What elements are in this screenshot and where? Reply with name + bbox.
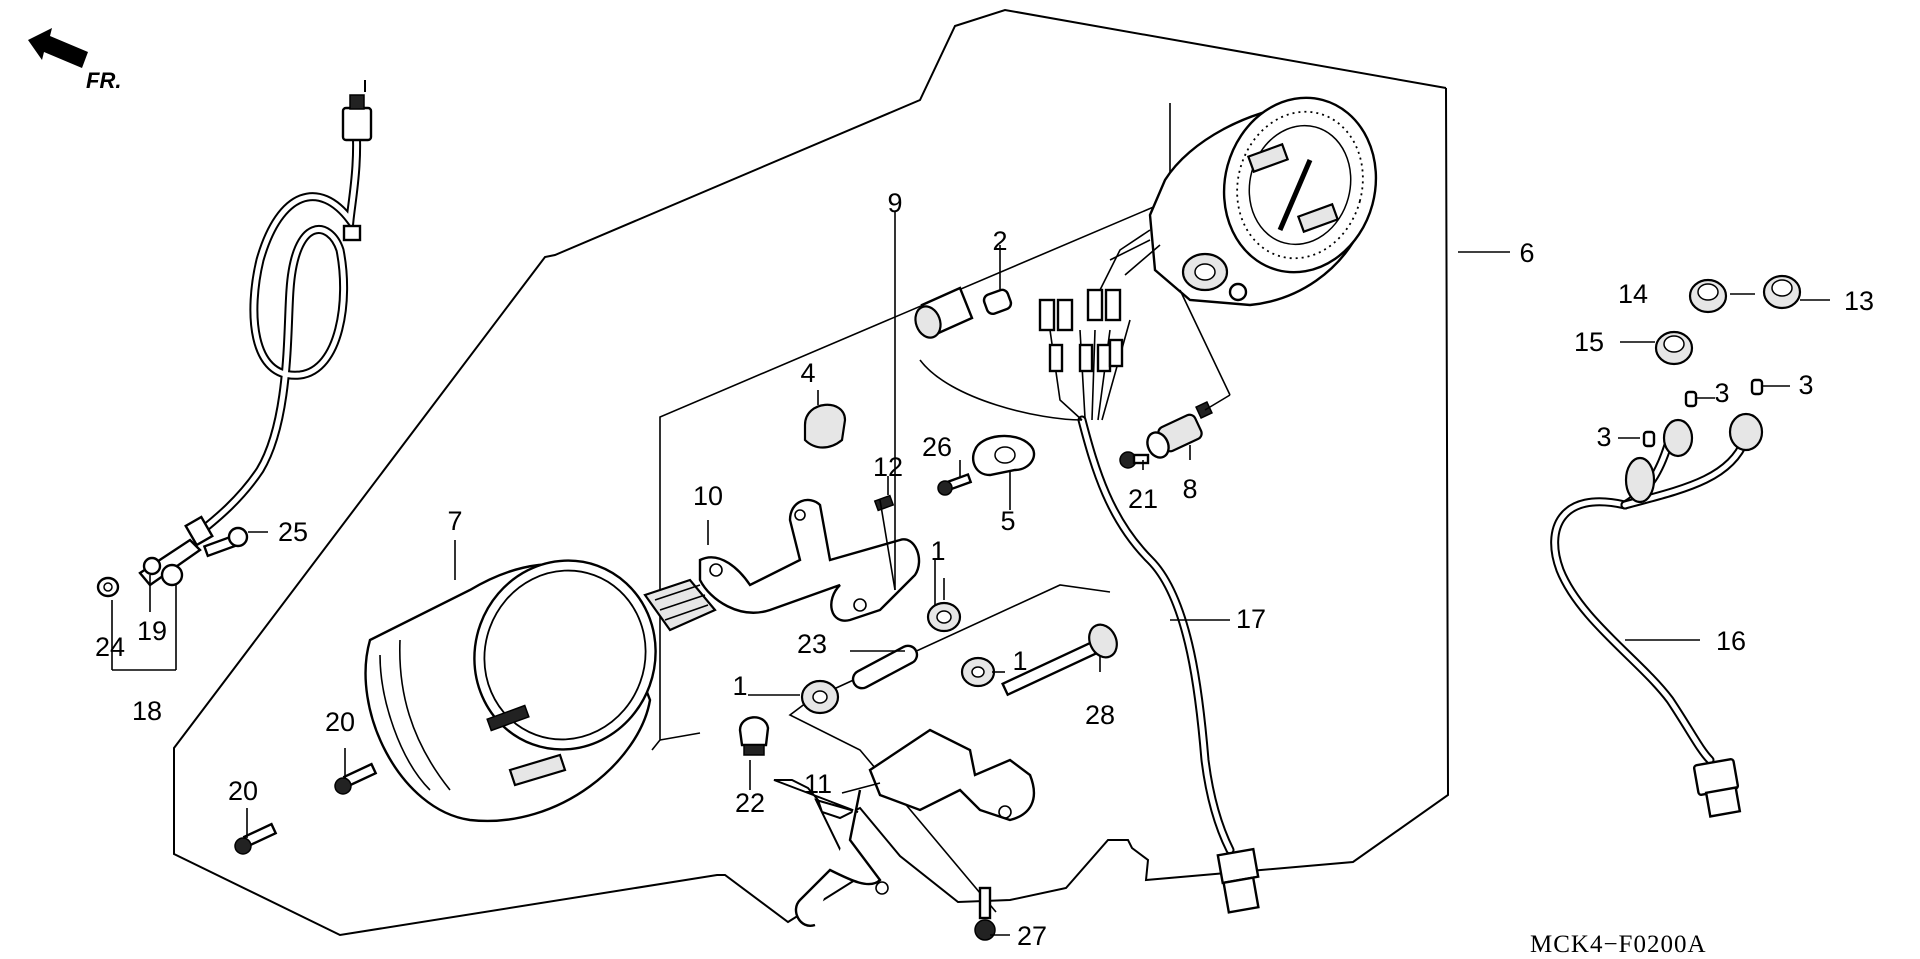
callout-24: 24 <box>95 632 125 662</box>
bulb-socket-15 <box>1654 330 1694 366</box>
callout-7: 7 <box>447 506 462 536</box>
collar-23 <box>851 644 919 690</box>
leader-line <box>1204 394 1231 411</box>
speedometer-cable <box>195 80 373 537</box>
callout-16: 16 <box>1716 626 1746 656</box>
callout-15: 15 <box>1574 327 1604 357</box>
clip-4 <box>803 403 847 449</box>
callout-27: 27 <box>1017 921 1047 951</box>
callout-18: 18 <box>132 696 162 726</box>
screw-26 <box>937 472 973 496</box>
callout-9: 9 <box>887 188 902 218</box>
grommet-1a <box>926 601 962 633</box>
bolt-28 <box>1001 623 1118 697</box>
leader-line <box>1179 289 1231 396</box>
grommet-1b <box>800 679 840 715</box>
clip-3c <box>1642 430 1656 448</box>
callout-8: 8 <box>1182 474 1197 504</box>
front-direction-label: FR. <box>86 68 121 93</box>
callout-2: 2 <box>992 226 1007 256</box>
clip-3b <box>1750 378 1764 396</box>
callout-23: 23 <box>797 629 827 659</box>
drawing-code: MCK4−F0200A <box>1530 931 1707 958</box>
callout-19: 19 <box>137 616 167 646</box>
meter-wire-harness <box>919 229 1260 914</box>
callout-3: 3 <box>1714 378 1729 408</box>
callout-21: 21 <box>1128 484 1158 514</box>
screw-20-lower <box>234 822 278 855</box>
callout-1: 1 <box>732 671 747 701</box>
cable-end-fittings <box>96 515 214 598</box>
rubber-cushion <box>643 578 717 632</box>
callout-25: 25 <box>278 517 308 547</box>
cable-clamp <box>971 434 1036 477</box>
callout-5: 5 <box>1000 506 1015 536</box>
callout-20: 20 <box>228 776 258 806</box>
screw-21 <box>1119 451 1150 469</box>
callout-10: 10 <box>693 481 723 511</box>
screw-20-upper <box>334 762 378 795</box>
callout-26: 26 <box>922 432 952 462</box>
assembly-outline <box>173 8 1450 937</box>
clip-12 <box>873 494 895 512</box>
callout-28: 28 <box>1085 700 1115 730</box>
callout-11: 11 <box>804 769 832 799</box>
speedometer-unit <box>1148 96 1378 307</box>
callout-1: 1 <box>930 536 945 566</box>
leader-lines <box>111 212 1830 936</box>
front-direction-arrow-icon <box>28 28 88 68</box>
bulb-socket-14 <box>1688 278 1728 314</box>
callout-20: 20 <box>325 707 355 737</box>
callout-17: 17 <box>1236 604 1266 634</box>
callout-14: 14 <box>1618 279 1648 309</box>
meter-bracket <box>698 498 921 622</box>
nut-22 <box>738 716 770 756</box>
indicator-harness <box>1550 412 1764 818</box>
indicator-bulb <box>982 288 1013 316</box>
callout-6: 6 <box>1519 238 1534 268</box>
meter-fitting-8 <box>1146 401 1213 459</box>
bulb-socket-13 <box>1762 274 1802 310</box>
meter-case <box>364 559 657 823</box>
subassembly-outline <box>651 103 1171 751</box>
bolt-25 <box>202 526 249 558</box>
bolt-27 <box>974 886 996 941</box>
callout-1: 1 <box>1012 646 1027 676</box>
callout-12: 12 <box>873 452 903 482</box>
callout-13: 13 <box>1844 286 1874 316</box>
clip-3a <box>1684 390 1698 408</box>
bulb-socket <box>914 286 974 339</box>
meter-stay <box>794 728 1036 927</box>
callout-3: 3 <box>1596 422 1611 452</box>
callout-3: 3 <box>1798 370 1813 400</box>
outline-segment <box>659 732 701 741</box>
callout-4: 4 <box>800 358 815 388</box>
grommet-1c <box>960 656 996 688</box>
callout-22: 22 <box>735 788 765 818</box>
